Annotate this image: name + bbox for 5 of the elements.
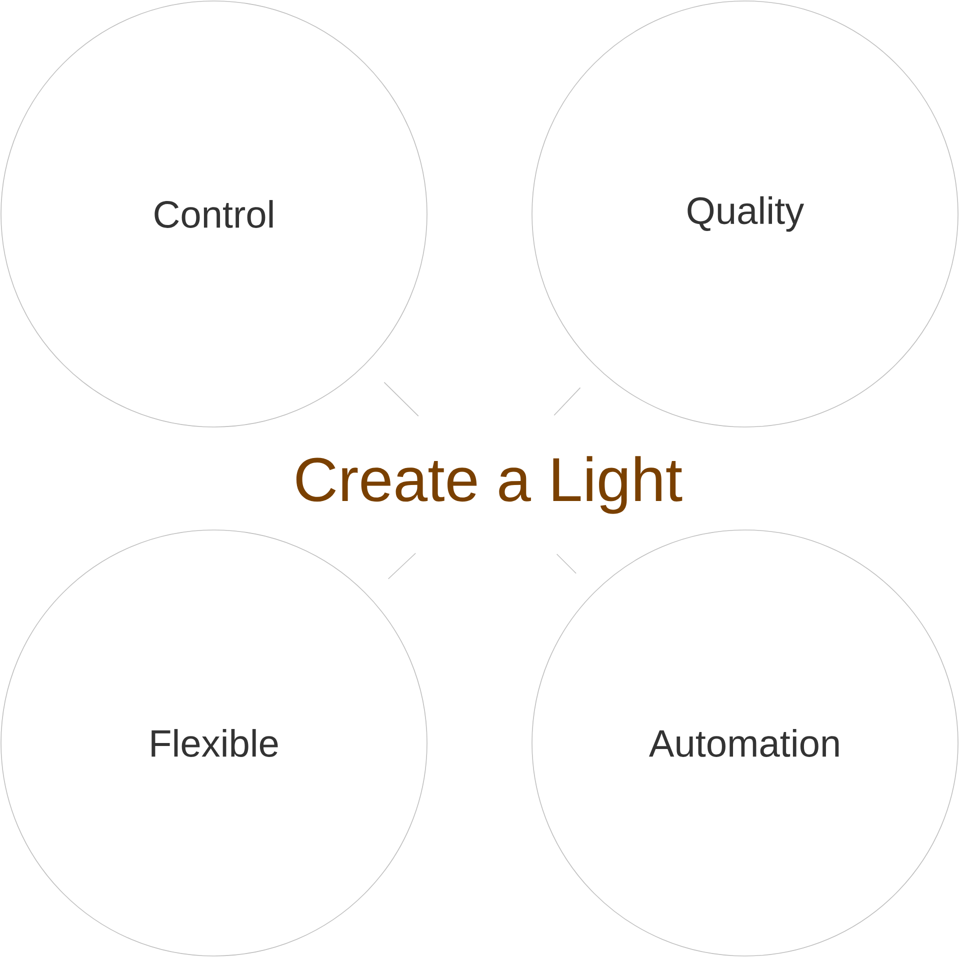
- connector-line: [384, 382, 419, 416]
- connector-line: [388, 552, 416, 580]
- title-text: Create a Light: [296, 456, 682, 514]
- connector-line: [556, 554, 576, 574]
- connector-line: [554, 387, 581, 416]
